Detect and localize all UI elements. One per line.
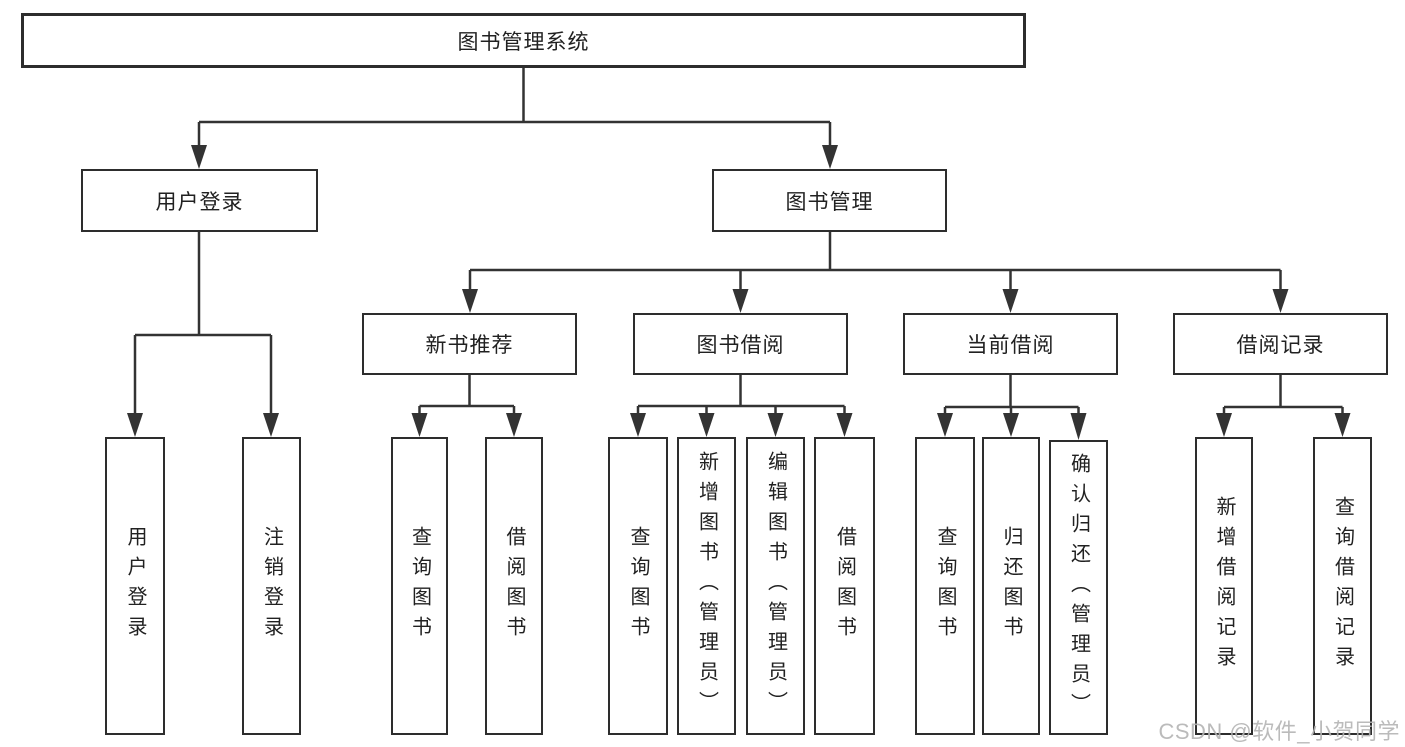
leaf-query-borrowing-record: 查询借阅记录 [1313,437,1372,735]
node-new-book-recommendation: 新书推荐 [362,313,577,375]
node-current-borrowing: 当前借阅 [903,313,1118,375]
arrow-down-icon [630,413,646,437]
leaf-add-borrowing-record: 新增借阅记录 [1195,437,1253,735]
leaf-user-login: 用户登录 [105,437,165,735]
leaf-edit-books-admin: 编辑图书（管理员） [746,437,805,735]
arrow-down-icon [1272,289,1289,313]
arrow-down-icon [698,413,715,437]
watermark: CSDN @软件_小贺同学 [1158,719,1400,744]
node-book-management: 图书管理 [712,169,947,232]
arrow-down-icon [937,413,953,437]
arrow-down-icon [836,413,853,437]
node-book-borrowing: 图书借阅 [633,313,848,375]
leaf-borrow-books-borrowing: 借阅图书 [814,437,875,735]
leaf-confirm-return-admin: 确认归还（管理员） [1049,440,1108,735]
arrow-down-icon [263,413,279,437]
arrow-down-icon [1003,413,1019,437]
arrow-down-icon [1002,289,1019,313]
leaf-add-books-admin: 新增图书（管理员） [677,437,736,735]
arrow-down-icon [767,413,784,437]
arrow-down-icon [462,289,478,313]
leaf-query-books-current: 查询图书 [915,437,975,735]
arrow-down-icon [506,413,522,437]
arrow-down-icon [1334,413,1351,437]
node-borrowing-records: 借阅记录 [1173,313,1388,375]
node-library-management-system: 图书管理系统 [21,13,1026,68]
arrow-down-icon [191,145,207,169]
arrow-down-icon [822,145,838,169]
arrow-down-icon [1216,413,1232,437]
arrow-down-icon [1070,413,1087,440]
arrow-down-icon [411,413,428,437]
leaf-return-books: 归还图书 [982,437,1040,735]
node-user-login: 用户登录 [81,169,318,232]
connector-paths [133,68,1344,418]
leaf-logout: 注销登录 [242,437,301,735]
arrow-down-icon [127,413,143,437]
leaf-borrow-books-recommend: 借阅图书 [485,437,543,735]
leaf-query-books-recommend: 查询图书 [391,437,448,735]
leaf-query-books-borrowing: 查询图书 [608,437,668,735]
arrow-down-icon [732,289,749,313]
